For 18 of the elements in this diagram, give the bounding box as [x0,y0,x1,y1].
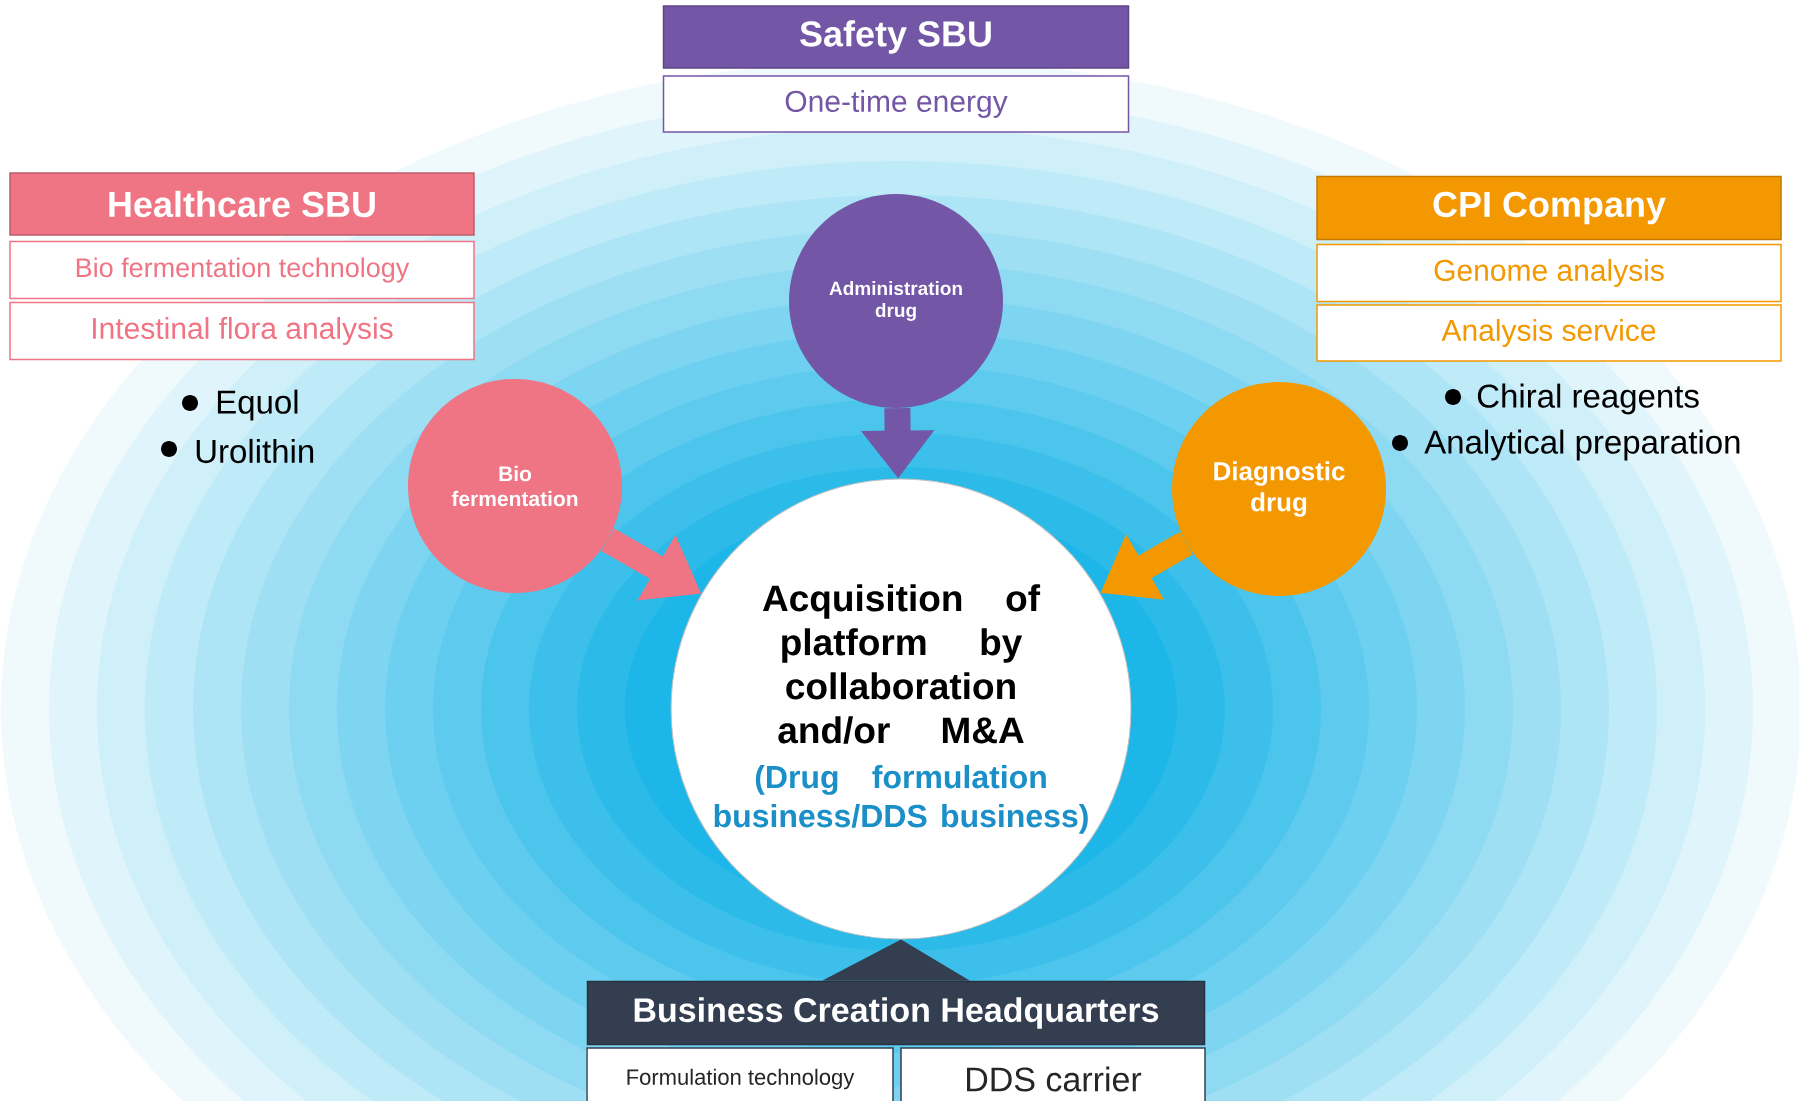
header-box: CPI Company [1316,175,1782,241]
label-box: Bio fermentation technology [9,240,475,300]
bullet-text: Urolithin [196,438,314,464]
bullet-text: Analytical preparation [1424,429,1740,461]
header-box: Safety SBU [662,5,1130,69]
label-box: DDS carrier [900,1047,1206,1101]
label-box: Formulation technology [586,1047,894,1101]
circle-node: Administration drug [789,194,1003,408]
label-box: Genome analysis [1316,243,1782,303]
circle-node: Bio fermentation [408,379,622,593]
arrow [822,939,970,981]
label-box: One-time energy [662,75,1130,133]
circle-node: Diagnostic drug [1172,382,1386,596]
bullet-text: Chiral reagents [1477,383,1699,415]
bullet-text: Equol [217,389,298,421]
header-box: Healthcare SBU [9,172,475,236]
label-box: Analysis service [1316,304,1782,362]
label-box: Intestinal flora analysis [9,301,475,361]
